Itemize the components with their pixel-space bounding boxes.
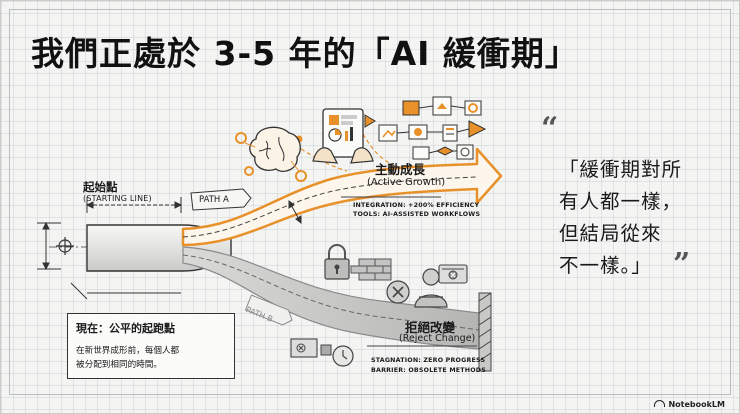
path-b-sublabel: (Reject Change)	[399, 333, 476, 344]
brain-gear-icon	[235, 126, 307, 182]
watermark-text: NotebookLM	[668, 400, 725, 409]
clock-icon	[290, 338, 354, 367]
path-a-label: 主動成長	[375, 162, 426, 177]
path-a-line2: TOOLS: AI-ASSISTED WORKFLOWS	[353, 211, 481, 218]
note-box: 現在：公平的起跑點 在新世界成形前，每個人都 被分配到相同的時間。	[67, 313, 235, 379]
start-sublabel: (STARTING LINE)	[83, 194, 152, 203]
path-b-centerline	[182, 254, 480, 331]
note-line-2: 被分配到相同的時間。	[76, 360, 162, 370]
note-title: 現在：公平的起跑點	[76, 322, 175, 335]
lock-icon	[324, 244, 350, 280]
path-a-tag-label: PATH A	[199, 195, 229, 205]
workflow-icon	[364, 96, 487, 160]
quote-line-4: 不一樣。」	[559, 254, 652, 277]
path-a-centerline	[182, 176, 478, 238]
slide-frame	[9, 9, 731, 395]
frustrated-person-icon	[414, 268, 448, 308]
start-crosshair-icon	[56, 237, 74, 255]
notebooklm-watermark: NotebookLM	[654, 400, 725, 409]
path-gap-marker	[288, 199, 302, 225]
note-line-1: 在新世界成形前，每個人都	[76, 346, 180, 356]
starting-line-dimensions	[37, 197, 183, 300]
page-title: 我們正處於 3-5 年的「AI 緩衝期」	[31, 34, 579, 73]
broken-computer-icon	[386, 280, 410, 304]
path-a-line1: INTEGRATION: +200% EFFICIENCY	[353, 202, 480, 209]
quote-line-3: 但結局從來	[559, 222, 662, 245]
quote-line-2: 有人都一樣，	[559, 190, 683, 213]
path-b-label: 拒絕改變	[405, 320, 456, 335]
close-quote-mark: ”	[673, 247, 691, 282]
quote-line-1: 「緩衝期對所	[559, 158, 683, 181]
path-b-tag	[244, 294, 293, 326]
path-b-line2: BARRIER: OBSOLETE METHODS	[371, 367, 486, 374]
open-quote-mark: “	[541, 111, 559, 146]
notebooklm-logo-icon	[654, 400, 666, 407]
error-screen-icon	[438, 264, 468, 284]
path-a-tag	[190, 188, 252, 211]
tablet-chart-icon	[312, 108, 374, 164]
path-a-sublabel: (Active Growth)	[367, 177, 446, 188]
brick-wall-icon	[350, 258, 392, 281]
path-label-rules	[341, 196, 477, 347]
path-b-line1: STAGNATION: ZERO PROGRESS	[371, 357, 486, 364]
start-label: 起始點	[83, 180, 118, 194]
wall-barrier	[478, 292, 492, 372]
